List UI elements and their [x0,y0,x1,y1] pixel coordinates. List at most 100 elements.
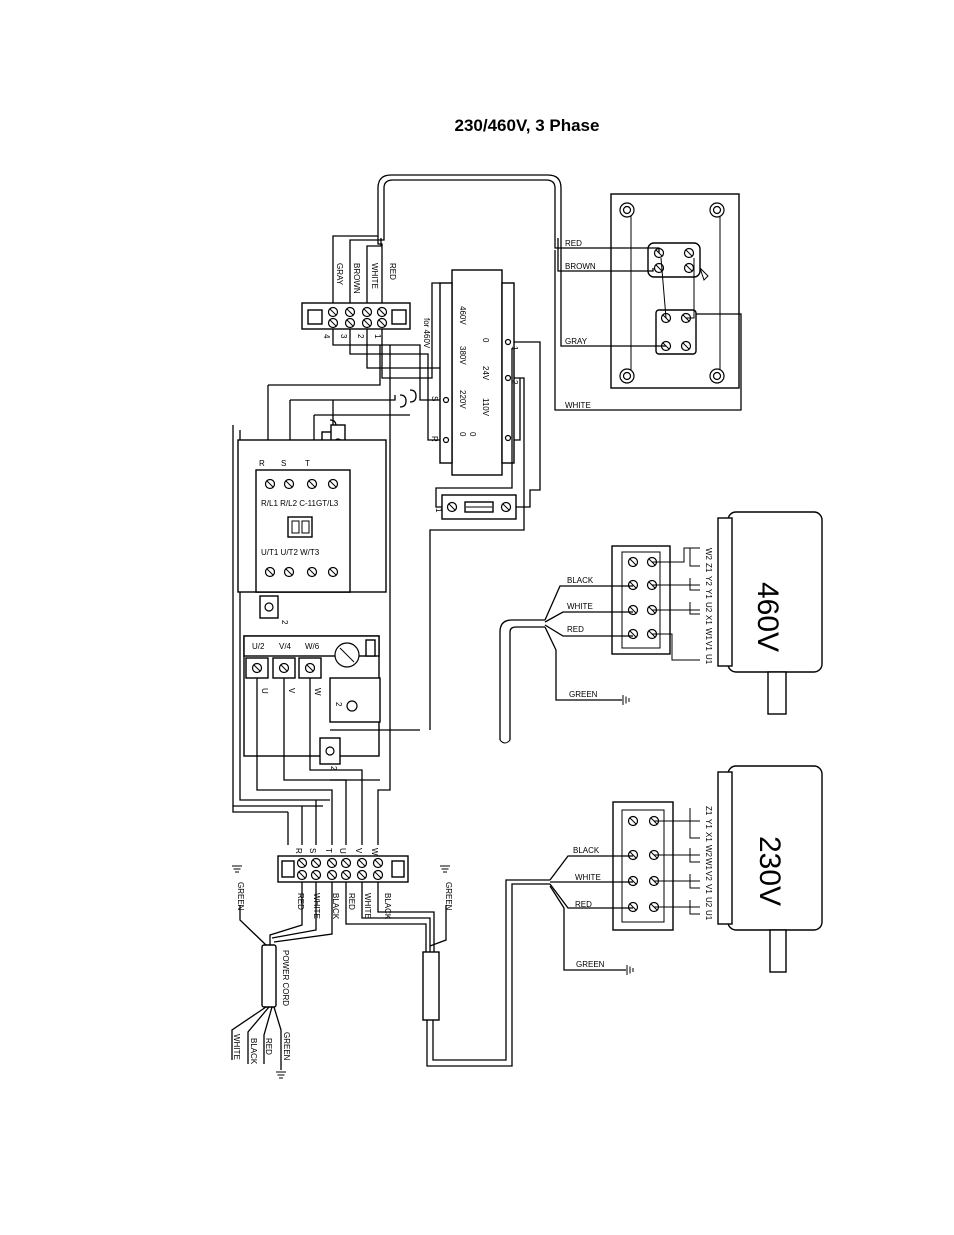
cord-wire-red: RED [264,1038,273,1055]
motor-230-wire-green: GREEN [576,960,605,969]
top-terminal-block [301,302,411,330]
transformer-220v: 220V [458,390,467,409]
overload-pin-u: U [260,688,269,694]
ground-2c [319,737,341,765]
t460-y1: Y1 [704,589,713,599]
transformer-note: for 460V [422,318,431,349]
motor-460-voltage: 460V [751,582,784,652]
transformer-460v: 460V [458,306,467,325]
bottom-wire-red-1: RED [296,893,305,910]
power-cord [261,944,277,1008]
bottom-label-s: S [308,848,317,853]
transformer-0-mid: 0 [468,432,477,437]
cord-wire-green: GREEN [282,1032,291,1061]
overload-label-v: V/4 [279,642,292,651]
t230-u2: U2 [704,897,713,908]
motor-460-wire-green: GREEN [569,690,598,699]
transformer-pin-r: R [430,436,439,442]
switch-wire-red: RED [565,239,582,248]
motor-460 [717,511,823,715]
bottom-green-left: GREEN [236,882,245,911]
motor-460-wire-white: WHITE [567,602,593,611]
t230-v2: V2 [704,871,713,881]
switch-wire-brown: BROWN [565,262,596,271]
motor-460-wire-black: BLACK [567,576,594,585]
motor-230 [717,765,823,973]
bottom-wire-black-2: BLACK [383,893,392,920]
t460-y2: Y2 [704,576,713,586]
contactor-output: U/T1 U/T2 W/T3 [261,548,320,557]
top-terminal-num-3: 3 [339,334,348,339]
top-wire-brown: BROWN [352,263,361,294]
bottom-label-r: R [294,848,303,854]
bottom-label-w: W [370,848,379,856]
bottom-wire-black-1: BLACK [331,893,340,920]
top-terminal-num-4: 4 [322,334,331,339]
t230-x1: X1 [704,832,713,842]
bottom-label-v: V [354,848,363,854]
overload-label-u: U/2 [252,642,265,651]
top-terminal-num-2: 2 [356,334,365,339]
transformer-pin-s: S [430,396,439,401]
contactor-label-r: R [259,459,265,468]
motor-230-wire-black: BLACK [573,846,600,855]
top-terminal-num-1: 1 [373,334,382,339]
ground-num-2a: 2 [280,620,289,625]
t460-w2: W2 [704,548,713,561]
t230-u1: U1 [704,910,713,921]
overload-pin-v: V [287,688,296,694]
transformer-380v: 380V [458,346,467,365]
overload-pin-w: W [313,688,322,696]
transformer [439,269,515,476]
switch-wire-gray: GRAY [565,337,588,346]
t230-w1: W1 [704,858,713,871]
contactor [237,439,387,593]
t230-z1: Z1 [704,806,713,816]
switch-wire-white: WHITE [565,401,591,410]
diagram-title: 230/460V, 3 Phase [454,116,600,135]
cord-wire-white: WHITE [232,1034,241,1060]
motor-230-wire-white: WHITE [575,873,601,882]
t460-w1: W1 [704,628,713,641]
t230-w2: W2 [704,845,713,858]
transformer-0-right: 0 [481,338,490,343]
bottom-label-u: U [338,848,347,854]
cord-wire-black: BLACK [249,1038,258,1065]
t460-x1: X1 [704,615,713,625]
fuse-holder [441,494,517,520]
t230-y1: Y1 [704,819,713,829]
top-wire-gray: GRAY [335,263,344,286]
fuse-pin: 1 [434,508,443,513]
control-switch [610,193,740,389]
motor-230-wire-red: RED [575,900,592,909]
transformer-pin-2: 2 [510,380,519,385]
t460-z1: Z1 [704,563,713,573]
t460-v1: V1 [704,641,713,651]
motor-460-wire-red: RED [567,625,584,634]
ground-num-2c: 2 [329,766,338,771]
t230-v1: V1 [704,884,713,894]
bottom-green-right: GREEN [444,882,453,911]
overload-label-w: W/6 [305,642,320,651]
transformer-0-left: 0 [458,432,467,437]
motor-230-voltage: 230V [753,836,786,906]
bottom-wire-white-2: WHITE [363,893,372,919]
t460-u1: U1 [704,654,713,665]
bottom-terminal-block [277,855,409,883]
top-wire-white: WHITE [370,263,379,289]
contactor-label-t: T [305,459,310,468]
bottom-wire-red-2: RED [347,893,356,910]
contactor-input: R/L1 R/L2 C-11GT/L3 [261,499,339,508]
contactor-label-s: S [281,459,286,468]
transformer-24v: 24V [481,366,490,381]
transformer-pin-1: 1 [510,346,519,351]
t460-u2: U2 [704,602,713,613]
ground-2a [259,595,279,619]
motor-230-terminal-block [612,801,674,931]
ground-num-2b: 2 [334,702,343,707]
power-cord-label: POWER CORD [281,950,290,1006]
top-wire-red: RED [388,263,397,280]
transformer-110v: 110V [481,398,490,417]
bottom-label-t: T [324,848,333,853]
